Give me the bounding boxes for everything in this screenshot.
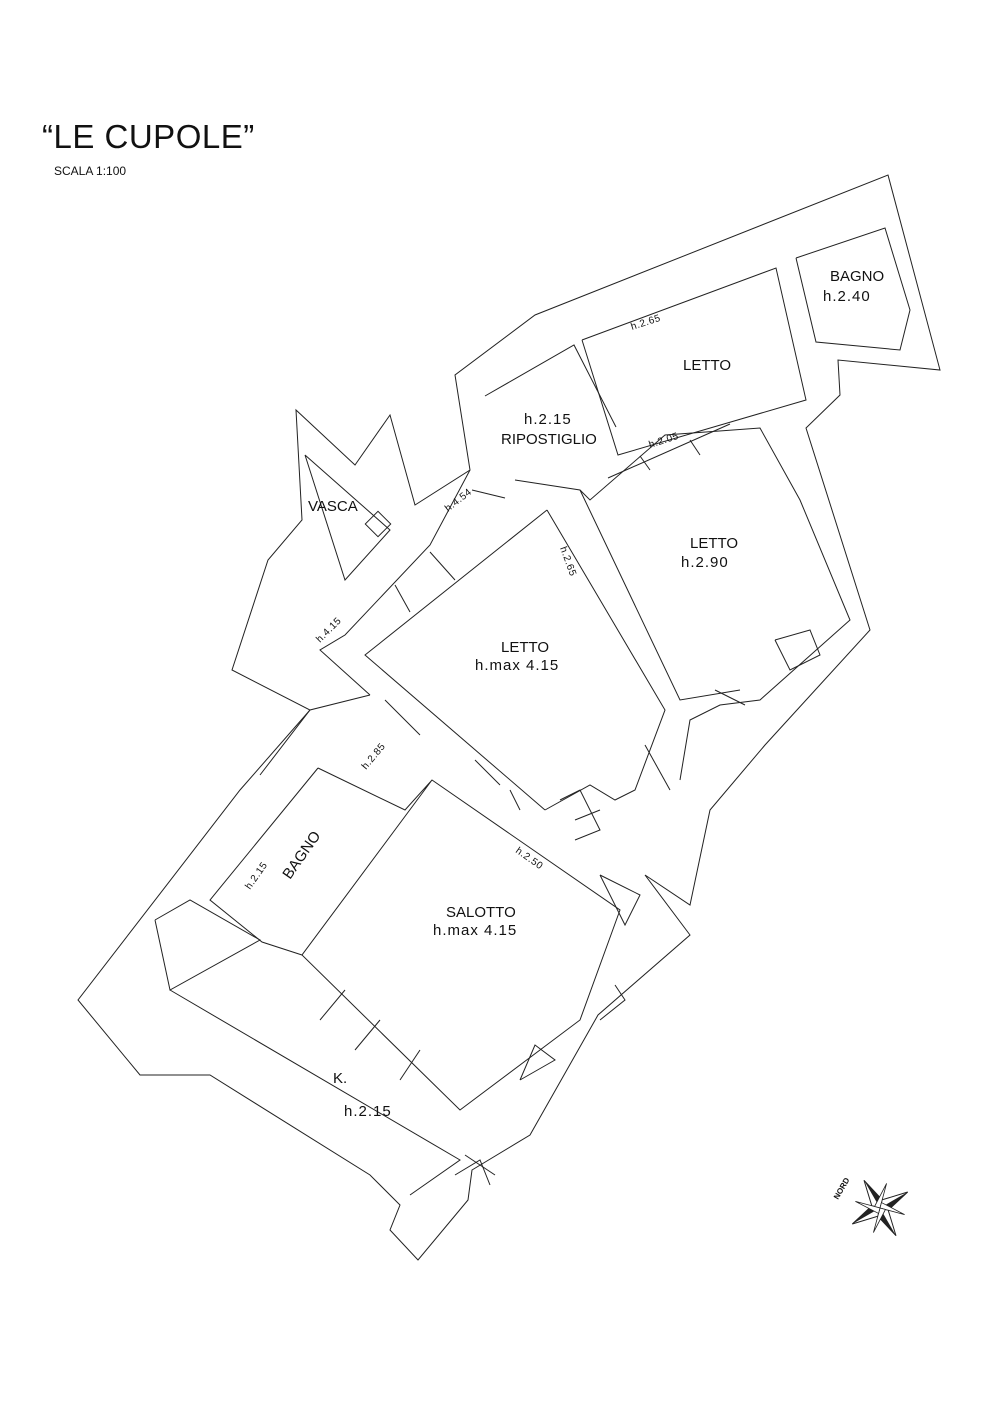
room-height: h.2.15 — [344, 1103, 392, 1120]
room-kitchen: K. h.2.15 — [333, 1070, 392, 1120]
room-name: LETTO — [683, 357, 731, 374]
room-vasca: VASCA — [308, 498, 358, 515]
room-name: RIPOSTIGLIO — [501, 431, 597, 448]
corridor-height-tag: h.4.15 — [314, 616, 344, 646]
plan-scale: SCALA 1:100 — [54, 164, 127, 178]
room-letto-center: LETTO h.max 4.15 h.2.65 — [475, 545, 578, 674]
room-name: LETTO — [501, 639, 549, 656]
room-height-tag: h.2.15 — [243, 860, 270, 892]
room-height: h.2.15 — [524, 411, 572, 428]
inner-walls — [154, 227, 911, 1196]
room-name: VASCA — [308, 498, 358, 515]
room-name: LETTO — [690, 535, 738, 552]
room-salotto: SALOTTO h.max 4.15 h.2.50 — [433, 845, 545, 939]
room-height-tag: h.2.50 — [513, 845, 545, 872]
compass-label: NORD — [832, 1176, 852, 1201]
room-letto-right: LETTO h.2.90 h.2.05 — [648, 431, 739, 571]
compass-rose — [851, 1179, 909, 1237]
room-bagno-left: BAGNO h.2.15 — [243, 828, 324, 892]
outer-wall-outline — [77, 174, 941, 1261]
room-height-tag: h.2.65 — [557, 545, 578, 578]
room-height: h.max 4.15 — [475, 657, 559, 674]
room-height: h.2.90 — [681, 554, 729, 571]
corridor-height-tag: h.2.85 — [360, 741, 388, 772]
room-height: h.max 4.15 — [433, 922, 517, 939]
room-letto-top: LETTO h.2.65 — [630, 313, 732, 374]
room-name: BAGNO — [279, 828, 324, 882]
room-ripostiglio: h.2.15 RIPOSTIGLIO — [501, 411, 597, 448]
room-name: K. — [333, 1070, 347, 1087]
room-name: BAGNO — [830, 268, 884, 285]
room-name: SALOTTO — [446, 904, 516, 921]
room-bagno-top: BAGNO h.2.40 — [823, 268, 884, 305]
room-height: h.2.40 — [823, 288, 871, 305]
plan-title: “LE CUPOLE” — [42, 118, 255, 155]
